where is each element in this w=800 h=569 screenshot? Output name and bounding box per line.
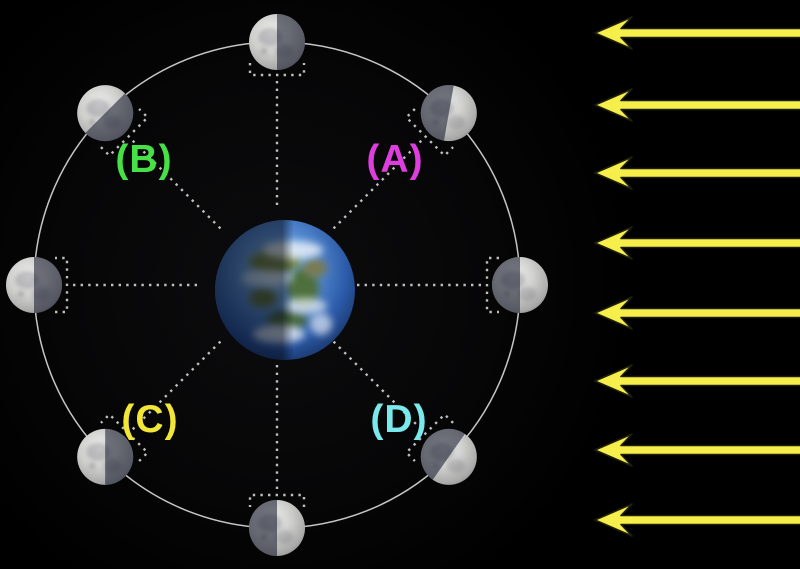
guide-spoke-lower-right <box>329 337 454 462</box>
moon-bracket <box>55 256 69 314</box>
moon-shadow-half <box>34 257 62 313</box>
moon-shadow-half <box>277 14 305 70</box>
earth-night-shadow <box>215 220 294 360</box>
moon-shadow-half <box>105 428 134 485</box>
sunlight-arrow <box>594 433 800 467</box>
moon-shadow-half <box>420 85 454 141</box>
label-C: (C) <box>121 398 179 441</box>
moon-bracket <box>404 412 454 462</box>
moon-right <box>492 257 548 313</box>
moon-bracket <box>100 412 150 462</box>
sunlight-arrow <box>594 364 800 398</box>
moon-bracket <box>485 256 499 314</box>
guide-spoke-lower-left <box>100 337 225 462</box>
sunlight-arrows <box>594 16 800 537</box>
sunlight-arrow <box>594 88 800 122</box>
moon-upper-right <box>420 85 477 142</box>
earth-clouds <box>310 313 332 335</box>
label-A: (A) <box>366 138 424 181</box>
earth-landmass <box>287 268 319 308</box>
guide-spoke-right <box>353 256 499 314</box>
moon-bracket <box>100 108 150 158</box>
guide-line <box>329 337 423 431</box>
moon-bottom <box>249 500 305 556</box>
earth <box>215 220 355 360</box>
moon-bracket <box>248 493 306 507</box>
sunlight-arrow <box>594 16 800 50</box>
guide-spoke-bottom <box>248 361 306 507</box>
guide-spoke-upper-right <box>329 108 454 233</box>
guide-line <box>131 337 225 431</box>
label-D: (D) <box>370 398 428 441</box>
sunlight-arrow <box>594 503 800 537</box>
moon-bracket <box>248 63 306 77</box>
moon-shadow-half <box>420 428 465 480</box>
moon-shadow-half <box>249 500 277 556</box>
sunlight-arrow <box>594 156 800 190</box>
guide-line <box>329 139 423 233</box>
moon-lower-left <box>77 428 134 485</box>
sunlight-arrow <box>594 296 800 330</box>
moon-shadow-half <box>492 257 520 313</box>
moon-upper-left <box>77 85 134 142</box>
sunlight-arrow <box>594 226 800 260</box>
guide-spoke-upper-left <box>100 108 225 233</box>
moon-bracket <box>404 108 454 158</box>
moon-lower-right <box>420 428 477 485</box>
earth-landmass <box>303 259 327 277</box>
moon-top <box>249 14 305 70</box>
guide-spoke-top <box>248 63 306 209</box>
moon-left <box>6 257 62 313</box>
label-B: (B) <box>115 138 173 181</box>
guide-spoke-left <box>55 256 201 314</box>
guide-line <box>131 139 225 233</box>
moon-shadow-half <box>85 93 134 142</box>
